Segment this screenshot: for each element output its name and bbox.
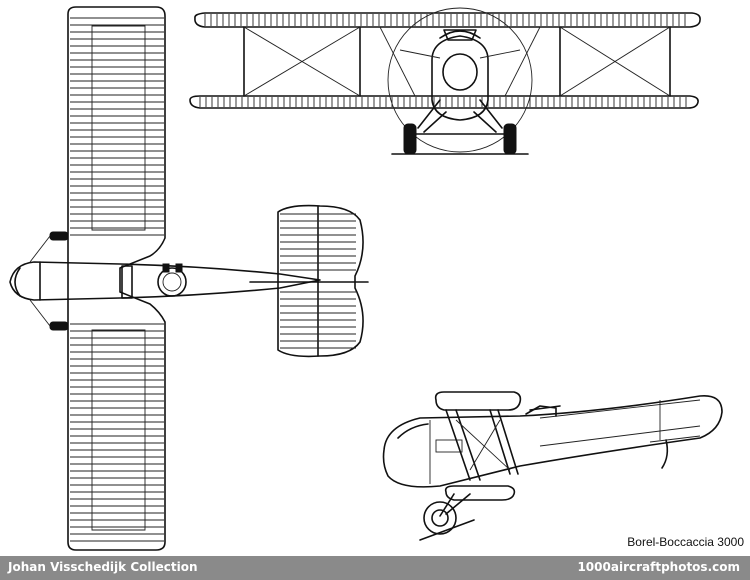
top-view: [9, 6, 369, 551]
front-lower-wing: [189, 95, 699, 109]
side-tail: [649, 435, 701, 469]
side-struts: [445, 409, 519, 481]
front-undercarriage: [391, 99, 529, 155]
collection-credit: Johan Visschedijk Collection: [8, 560, 198, 574]
top-tailplane: [249, 204, 369, 358]
side-view: [382, 391, 723, 541]
propeller-disc: [387, 7, 533, 153]
top-wing: [67, 6, 166, 551]
site-credit[interactable]: 1000aircraftphotos.com: [577, 560, 740, 574]
side-cockpit: [525, 405, 561, 417]
front-upper-wing: [194, 12, 701, 28]
aircraft-caption: Borel-Boccaccia 3000: [627, 535, 744, 549]
top-wing-fittings: [29, 231, 69, 331]
front-struts: [243, 26, 671, 97]
side-fuselage: [382, 395, 723, 488]
side-upper-wing: [434, 391, 522, 411]
side-lower-wing: [444, 485, 516, 501]
top-fuselage: [9, 261, 321, 301]
side-undercarriage: [419, 493, 475, 541]
front-fuselage: [399, 29, 521, 121]
front-view: [189, 7, 701, 155]
three-view-drawing: [9, 6, 723, 551]
credit-bar: Johan Visschedijk Collection 1000aircraf…: [0, 556, 750, 580]
